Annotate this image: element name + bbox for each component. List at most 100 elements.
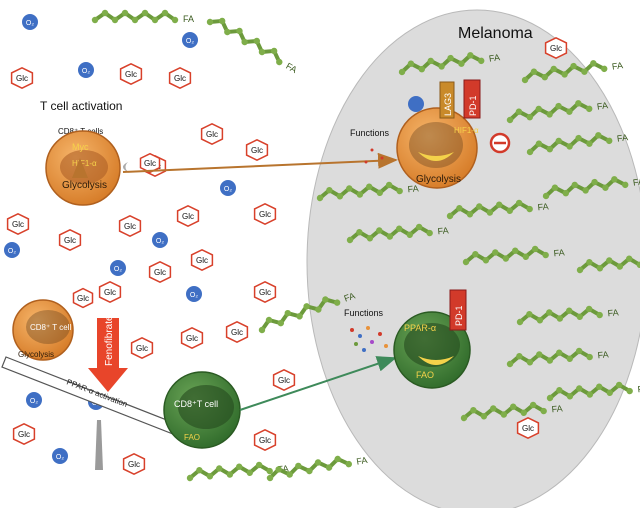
pd1-label-bottom: PD-1 xyxy=(454,305,464,326)
fa-chain: FA xyxy=(186,461,289,482)
glc-molecule: Glc xyxy=(122,452,146,476)
fa-label: FA xyxy=(611,60,623,71)
glc-molecule: Glc xyxy=(176,204,200,228)
myc-label: Myc xyxy=(72,142,89,152)
glc-label: Glc xyxy=(259,210,271,219)
activated-t-cell: Myc HIF1-α Glycolysis xyxy=(45,130,121,206)
glc-label: Glc xyxy=(104,288,116,297)
fa-label: FA xyxy=(284,61,299,75)
o2-molecule: O₂ xyxy=(110,260,126,276)
glc-molecule: Glc xyxy=(225,320,249,344)
glc-molecule: Glc xyxy=(72,287,94,309)
fa-chain: FA xyxy=(346,223,449,244)
glc-label: Glc xyxy=(196,256,208,265)
cd8-label-green: CD8⁺T cell xyxy=(174,399,218,409)
fa-label: FA xyxy=(488,52,500,63)
glc-label: Glc xyxy=(182,212,194,221)
glc-molecule: Glc xyxy=(544,36,568,60)
glc-label: Glc xyxy=(64,236,76,245)
glc-label: Glc xyxy=(522,424,534,433)
o2-label: O₂ xyxy=(26,20,34,27)
fa-label: FA xyxy=(637,383,640,394)
o2-label: O₂ xyxy=(186,38,194,45)
fao-t-cell: CD8⁺T cell FAO xyxy=(163,371,241,449)
glc-molecule: Glc xyxy=(272,368,296,392)
functions-dots xyxy=(350,326,388,352)
pd1-tag-bottom xyxy=(449,289,467,331)
svg-text:Glc: Glc xyxy=(77,294,89,303)
fatty-acid-chains: FAFAFAFAFAFAFAFAFAFAFAFAFAFAFAFAFAFAFA xyxy=(91,9,640,482)
fa-chain: FA xyxy=(546,381,640,402)
functions-label-bottom: Functions xyxy=(344,308,384,318)
functions-label-top: Functions xyxy=(350,128,390,138)
glc-label: Glc xyxy=(16,74,28,83)
fao-arrow xyxy=(239,356,397,411)
glc-label: Glc xyxy=(231,328,243,337)
glc-label: Glc xyxy=(174,74,186,83)
fa-chain: FA xyxy=(462,245,565,266)
fa-chain: FA xyxy=(460,401,563,422)
glc-label: Glc xyxy=(186,334,198,343)
small-t-cell: CD8⁺ T cell Glycolysis xyxy=(12,299,74,361)
fa-label: FA xyxy=(356,455,369,467)
fa-chain: FA xyxy=(516,305,619,326)
fa-label: FA xyxy=(183,14,194,24)
o2-molecule: O₂ xyxy=(52,448,68,464)
fa-label: FA xyxy=(437,225,449,236)
fa-chain: FA xyxy=(506,100,609,124)
o2-label: O₂ xyxy=(114,266,122,273)
fulcrum xyxy=(95,420,103,470)
glycolysis-label-top: Glycolysis xyxy=(416,174,461,185)
glc-label: Glc xyxy=(18,430,30,439)
glc-molecule: Glc xyxy=(10,66,34,90)
glc-label: Glc xyxy=(206,130,218,139)
fa-chain: FA xyxy=(206,17,299,75)
o2-label: O₂ xyxy=(30,398,38,405)
glc-molecule: Glc xyxy=(253,428,277,452)
glc-molecule: Glc xyxy=(118,214,142,238)
t-cell-activation-label: T cell activation xyxy=(40,99,122,113)
fa-chain: FA xyxy=(506,347,609,368)
o2-label: O₂ xyxy=(190,292,198,299)
glc-molecule: Glc xyxy=(148,260,172,284)
cd8-label-small: CD8⁺ T cell xyxy=(30,323,71,332)
glc-molecule: Glc xyxy=(139,152,161,174)
fa-label: FA xyxy=(596,100,608,111)
glc-molecule: Glc xyxy=(6,212,30,236)
fa-chain: FA xyxy=(526,132,629,156)
svg-text:Glc: Glc xyxy=(144,159,156,168)
fa-label: FA xyxy=(343,290,357,303)
glc-molecule: Glc xyxy=(168,66,192,90)
glc-molecule: Glc xyxy=(516,416,540,440)
fa-label: FA xyxy=(277,463,289,474)
fa-chain: FA xyxy=(576,254,640,274)
glc-label: Glc xyxy=(550,44,562,53)
fa-chain: FA xyxy=(446,199,549,220)
fa-label: FA xyxy=(553,247,565,258)
o2-molecule: O₂ xyxy=(152,232,168,248)
o2-receptor-icon xyxy=(408,96,424,112)
glc-molecule: Glc xyxy=(119,62,143,86)
fa-chain: FA xyxy=(398,52,501,76)
o2-molecule: O₂ xyxy=(22,14,38,30)
o2-label: O₂ xyxy=(82,68,90,75)
glc-molecule: Glc xyxy=(58,228,82,252)
fa-label: FA xyxy=(607,307,619,318)
fao-label-tumor: FAO xyxy=(416,370,434,380)
glc-label: Glc xyxy=(154,268,166,277)
glc-molecule: Glc xyxy=(200,122,224,146)
o2-label: O₂ xyxy=(224,186,232,193)
fa-label: FA xyxy=(407,183,419,194)
exhausted-t-cell-top: HIF1-α Glycolysis xyxy=(396,96,479,189)
fa-label: FA xyxy=(616,132,628,143)
o2-molecule: O₂ xyxy=(182,32,198,48)
o2-molecule: O₂ xyxy=(78,62,94,78)
pd1-label-top: PD-1 xyxy=(468,95,478,116)
lag3-label: LAG3 xyxy=(443,93,453,116)
o2-label: O₂ xyxy=(56,454,64,461)
glc-molecule: Glc xyxy=(12,422,36,446)
o2-label: O₂ xyxy=(156,238,164,245)
